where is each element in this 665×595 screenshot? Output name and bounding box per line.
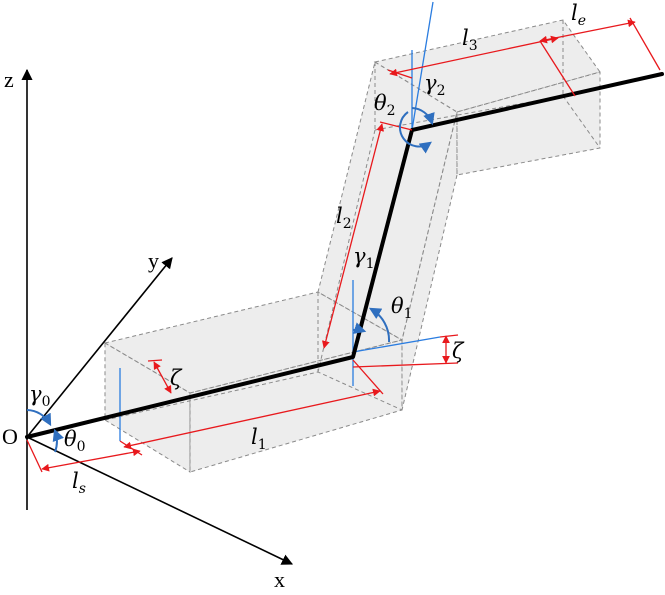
gamma1-arc xyxy=(352,322,367,334)
theta1-arc xyxy=(368,307,391,343)
gamma0-arc xyxy=(26,409,52,427)
l1-label: l1 xyxy=(251,425,267,453)
l2-label: l2 xyxy=(336,204,352,232)
angle-arcs xyxy=(26,107,435,453)
x-axis xyxy=(26,436,294,565)
gamma1-label: γ1 xyxy=(353,244,374,272)
y-axis xyxy=(26,257,173,438)
ls-label: ls xyxy=(72,469,86,497)
theta2-arc xyxy=(399,111,432,154)
l3-label: l3 xyxy=(462,26,478,54)
theta2-label: θ2 xyxy=(374,91,396,119)
x-axis-label: x xyxy=(274,567,285,592)
gamma0-label: γ0 xyxy=(29,382,50,410)
le-label: le xyxy=(571,1,586,29)
theta0-arc xyxy=(52,428,64,453)
z-axis-label: z xyxy=(4,67,14,92)
zeta-label-link2: ζ xyxy=(452,339,465,363)
gamma2-arc xyxy=(411,107,435,126)
theta0-label: θ0 xyxy=(64,427,86,455)
theta1-label: θ1 xyxy=(391,294,413,322)
gamma2-label: γ2 xyxy=(424,71,445,99)
origin-label: O xyxy=(2,424,18,449)
zeta-label-link1: ζ xyxy=(170,366,183,390)
y-axis-label: y xyxy=(148,248,159,273)
dimension-lines xyxy=(26,17,661,473)
